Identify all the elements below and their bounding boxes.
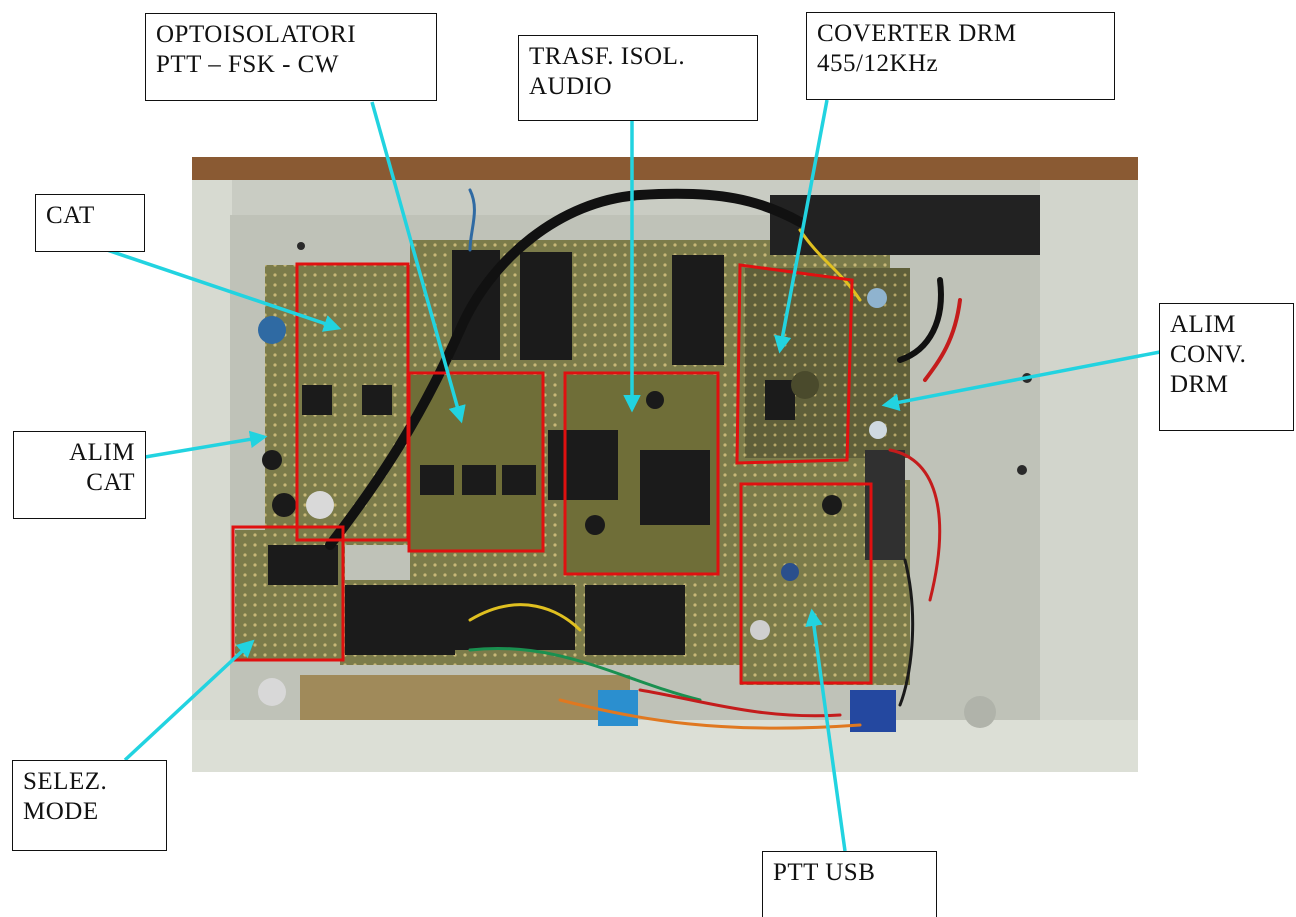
box-optoisolatori [407, 371, 545, 553]
capacitors [258, 288, 996, 728]
label-optoisolatori: OPTOISOLATORI PTT – FSK - CW [145, 13, 437, 101]
label-alim-conv-drm: ALIM CONV. DRM [1159, 303, 1294, 431]
pointer-arrows [106, 99, 1161, 852]
box-coverter-drm [735, 263, 854, 465]
box-trasf-isol [563, 371, 720, 576]
arrow-alim-cat [144, 430, 268, 459]
label-trasf-isol: TRASF. ISOL. AUDIO [518, 35, 758, 121]
arrow-cat [106, 248, 342, 332]
arrow-alim-conv-drm [881, 350, 1161, 411]
highlight-boxes [231, 262, 873, 685]
label-selez-mode: SELEZ. MODE [12, 760, 167, 851]
wires [325, 188, 962, 730]
arrow-coverter-drm [773, 99, 829, 354]
box-selez-mode [231, 525, 345, 662]
label-ptt-usb: PTT USB [762, 851, 937, 917]
label-cat: CAT [35, 194, 145, 252]
arrow-ptt-usb [805, 608, 847, 852]
label-alim-cat: ALIM CAT [13, 431, 146, 519]
arrow-selez-mode [123, 639, 255, 762]
components [268, 195, 1040, 732]
box-ptt-usb [739, 482, 873, 685]
label-coverter-drm: COVERTER DRM 455/12KHz [806, 12, 1115, 100]
arrow-optoisolatori [370, 101, 466, 424]
